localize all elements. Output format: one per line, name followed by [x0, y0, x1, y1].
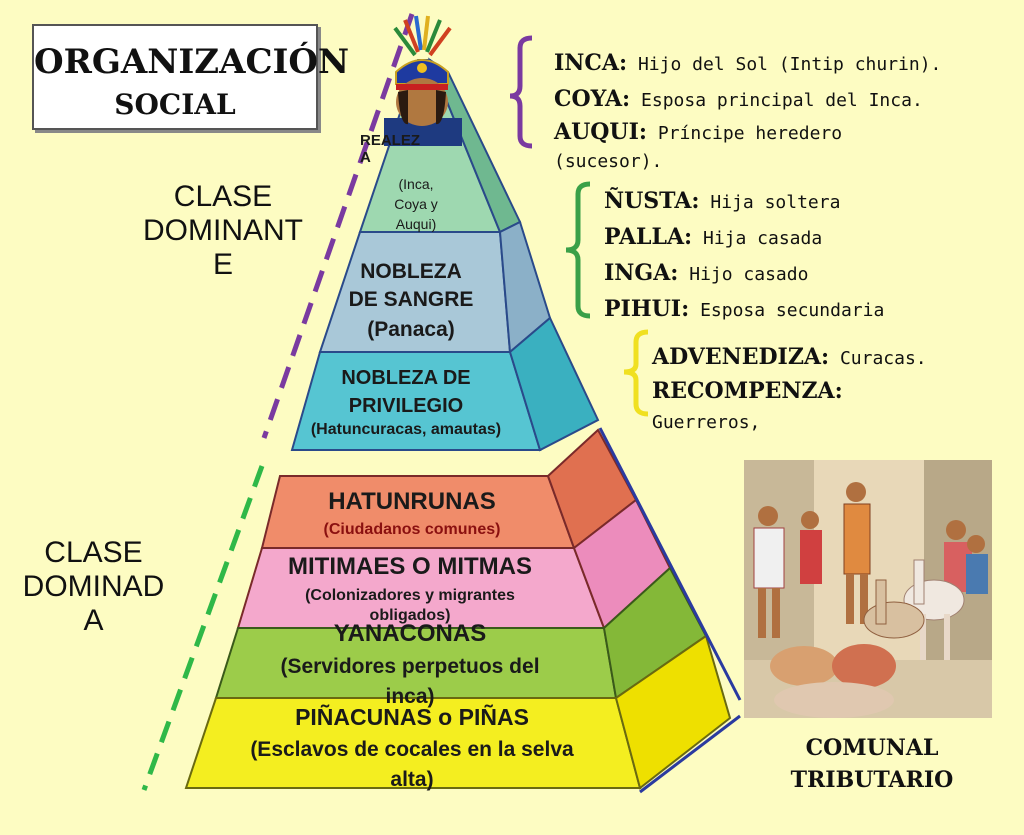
clase-dominada-line3: A: [83, 604, 104, 637]
hatunrunas-title: HATUNRUNAS: [328, 488, 496, 515]
info-pihui: PIHUI: Esposa secundaria: [604, 292, 1004, 328]
info-pihui-desc: Esposa secundaria: [700, 300, 885, 321]
caption-line2: TRIBUTARIO: [790, 767, 954, 793]
dominada-dashed-line: [141, 465, 265, 791]
info-advenediza: ADVENEDIZA: Curacas.: [652, 340, 1022, 376]
pinacunas-sub: (Esclavos de cocales en la selva alta): [250, 738, 574, 791]
nobleza-sangre-title: NOBLEZA DE SANGRE: [348, 260, 474, 311]
realeza-sub: (Inca, Coya y Auqui): [394, 176, 438, 232]
info-inga: INGA: Hijo casado: [604, 256, 1004, 292]
title-line1: ORGANIZACIÓN: [34, 42, 350, 82]
nobleza-sangre-bracket: [565, 181, 591, 319]
clase-dominante-line1: CLASE: [173, 180, 273, 213]
info-inca-desc: Hijo del Sol (Intip churin).: [637, 54, 942, 75]
lower-pyramid: [184, 427, 742, 794]
pinacunas-title: PIÑACUNAS o PIÑAS: [295, 704, 529, 730]
comunal-tributario-illustration: [744, 460, 992, 718]
info-coya-desc: Esposa principal del Inca.: [641, 90, 923, 111]
clase-dominante-line3: E: [212, 248, 233, 281]
nobleza-privilegio-bracket: [623, 329, 649, 417]
info-inga-desc: Hijo casado: [689, 264, 809, 285]
nobleza-sangre-sub: (Panaca): [367, 318, 455, 341]
clase-dominada-label: CLASE DOMINAD A: [6, 536, 181, 638]
info-pihui-term: PIHUI:: [604, 296, 690, 322]
info-recompenza: RECOMPENZA: Guerreros,: [652, 376, 1022, 438]
upper-pyramid: [290, 57, 600, 452]
info-inca: INCA: Hijo del Sol (Intip churin).: [554, 46, 954, 82]
info-auqui-desc: Príncipe heredero (sucesor).: [554, 123, 843, 172]
info-auqui: AUQUI: Príncipe heredero (sucesor).: [554, 118, 954, 176]
hatunrunas-sub: (Ciudadanos comunes): [323, 521, 501, 538]
realeza-bracket: [509, 35, 533, 149]
realeza-info: INCA: Hijo del Sol (Intip churin). COYA:…: [554, 46, 954, 176]
info-inga-term: INGA:: [604, 260, 679, 286]
realeza-title: REALEZ A: [360, 132, 420, 166]
lower-pyramid-base-edge: [639, 714, 741, 794]
pinacunas-side: [614, 634, 732, 790]
nobleza-privilegio-sub: (Hatuncuracas, amautas): [310, 421, 502, 438]
nobleza-privilegio-side: [508, 316, 600, 452]
info-recompenza-desc: Guerreros,: [652, 412, 761, 433]
info-palla-desc: Hija casada: [702, 228, 823, 249]
inca-portrait-icon: [384, 15, 462, 146]
lower-pyramid-edge: [598, 427, 742, 701]
mitimaes-sub: (Colonizadores y migrantes obligados): [305, 587, 515, 624]
nobleza-privilegio-info: ADVENEDIZA: Curacas. RECOMPENZA: Guerrer…: [652, 340, 1022, 438]
mitimaes-title: MITIMAES O MITMAS: [288, 553, 532, 580]
info-auqui-term: AUQUI:: [554, 119, 648, 145]
info-advenediza-term: ADVENEDIZA:: [652, 344, 830, 370]
title-box: ORGANIZACIÓN SOCIAL: [32, 24, 350, 130]
title-line2: SOCIAL: [114, 88, 236, 121]
info-palla-term: PALLA:: [604, 224, 693, 250]
clase-dominante-label: CLASE DOMINANT E: [128, 180, 318, 282]
info-inca-term: INCA:: [554, 50, 628, 76]
info-nusta-desc: Hija soltera: [710, 192, 841, 213]
info-nusta-term: ÑUSTA:: [604, 188, 700, 214]
clase-dominante-line2: DOMINANT: [143, 214, 303, 247]
nobleza-sangre-info: ÑUSTA: Hija soltera PALLA: Hija casada I…: [604, 184, 1004, 328]
info-recompenza-term: RECOMPENZA:: [652, 378, 843, 404]
nobleza-privilegio-title: NOBLEZA DE PRIVILEGIO: [341, 367, 471, 417]
yanaconas-sub: (Servidores perpetuos del inca): [280, 655, 540, 708]
clase-dominada-line1: CLASE: [44, 536, 143, 569]
caption-line1: COMUNAL: [805, 735, 939, 761]
dominante-dashed-line: [261, 13, 415, 439]
info-nusta: ÑUSTA: Hija soltera: [604, 184, 1004, 220]
info-palla: PALLA: Hija casada: [604, 220, 1004, 256]
info-coya: COYA: Esposa principal del Inca.: [554, 82, 954, 118]
comunal-tributario-caption: COMUNAL TRIBUTARIO: [764, 732, 980, 796]
yanaconas-title: YANACONAS: [333, 620, 487, 647]
clase-dominada-line2: DOMINAD: [22, 570, 165, 603]
info-coya-term: COYA:: [554, 86, 631, 112]
info-advenediza-desc: Curacas.: [839, 348, 927, 369]
